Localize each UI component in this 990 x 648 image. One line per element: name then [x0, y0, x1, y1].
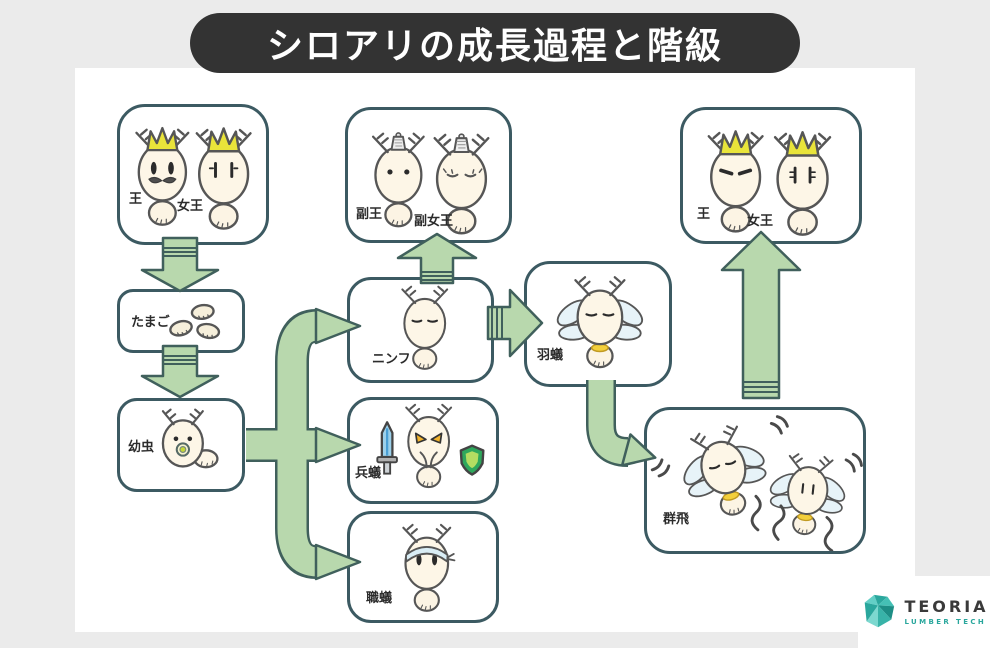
- larva-illustration: [161, 408, 219, 469]
- node-vice-royal-pair: 副王 副女王: [345, 107, 512, 243]
- node-worker: 職蟻: [347, 511, 499, 623]
- worker-termite-illustration: [402, 523, 456, 612]
- page-title: シロアリの成長過程と階級: [266, 26, 723, 67]
- new-king-queen-illustration: [707, 130, 832, 236]
- eggs-illustration: [169, 303, 221, 340]
- soldier-label: 兵蟻: [355, 466, 382, 481]
- larva-label: 幼虫: [128, 440, 155, 455]
- king-label: 王: [129, 192, 143, 207]
- nymph-label: ニンフ: [372, 352, 411, 367]
- new-king-label: 王: [697, 207, 711, 222]
- eggs-label: たまご: [131, 315, 170, 330]
- alate-label: 羽蟻: [537, 348, 564, 363]
- vice-king-label: 副王: [356, 207, 383, 222]
- brand-name: TEORIA: [904, 597, 989, 617]
- termite-king-queen-illustration: [135, 126, 252, 230]
- node-larva: 幼虫: [117, 398, 245, 492]
- node-alate: 羽蟻: [524, 261, 672, 387]
- node-soldier: 兵蟻: [347, 397, 499, 504]
- swarming-termites-illustration: [650, 415, 863, 551]
- queen-label: 女王: [177, 199, 204, 214]
- node-new-royal-pair: 王 女王: [680, 107, 862, 244]
- swarm-label: 群飛: [663, 512, 690, 527]
- termite-vice-king-queen-illustration: [372, 132, 490, 235]
- new-queen-label: 女王: [747, 214, 774, 229]
- teoria-gem-icon: [865, 594, 895, 628]
- worker-label: 職蟻: [366, 591, 393, 606]
- brand-tagline: LUMBER TECH: [904, 617, 987, 626]
- node-swarm: 群飛: [644, 407, 866, 554]
- soldier-termite-illustration: [376, 403, 485, 489]
- winged-termite-illustration: [556, 276, 644, 369]
- vice-queen-label: 副女王: [414, 214, 454, 229]
- node-nymph: ニンフ: [347, 277, 494, 383]
- node-eggs: たまご: [117, 289, 245, 353]
- logo: TEORIA LUMBER TECH: [858, 576, 990, 648]
- title-banner: シロアリの成長過程と階級: [190, 13, 800, 73]
- node-royal-pair: 王 女王: [117, 104, 269, 245]
- nymph-illustration: [401, 285, 449, 370]
